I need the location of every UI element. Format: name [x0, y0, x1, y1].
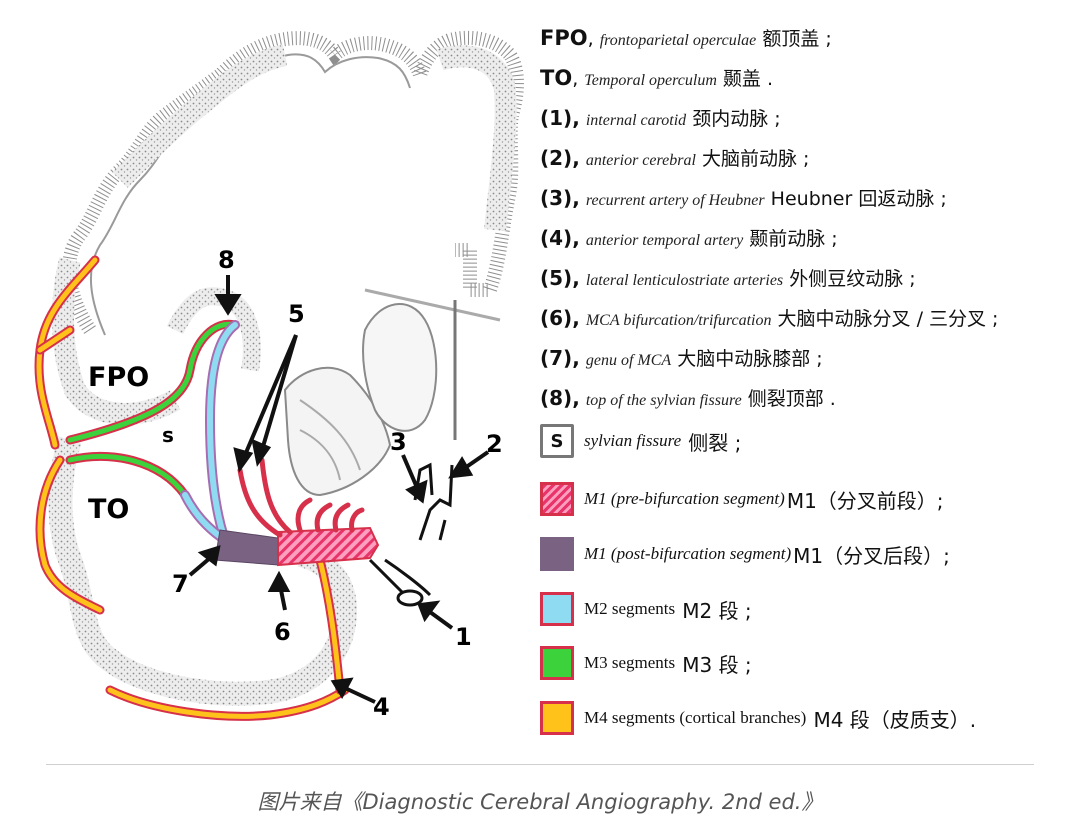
m3-segments: [65, 319, 240, 500]
key-row-m2: M2 segments M2 段 ;: [540, 592, 752, 626]
abbreviation-legend: FPO, frontoparietal operculae 额顶盖 ; TO, …: [540, 18, 1075, 418]
legend-en: genu of MCA: [585, 352, 672, 369]
legend-en: anterior cerebral: [585, 152, 696, 169]
lenticulostriate-arteries: [237, 457, 365, 538]
key-row-sylvian: S sylvian fissure 侧裂 ;: [540, 424, 741, 458]
key-en: M2 segments: [584, 599, 676, 618]
segment-color-key: S sylvian fissure 侧裂 ; M1 (pre-bifurcati…: [540, 424, 1075, 754]
legend-en: MCA bifurcation/trifurcation: [585, 312, 772, 329]
legend-en: Temporal operculum: [584, 72, 717, 89]
source-caption: 图片来自《Diagnostic Cerebral Angiography. 2n…: [257, 790, 823, 814]
ica-lumen: [396, 589, 424, 607]
label-4: 4: [373, 693, 390, 721]
annotation-arrows: [188, 275, 490, 704]
sylvian-fissure-swatch: S: [540, 424, 574, 458]
label-5: 5: [288, 300, 305, 328]
legend-en: top of the sylvian fissure: [585, 392, 742, 409]
legend-term: (8),: [540, 386, 580, 410]
label-to: TO: [88, 494, 129, 525]
legend-zh: 大脑前动脉 ;: [701, 148, 810, 170]
legend-zh: 额顶盖 ;: [762, 28, 832, 50]
key-row-m4: M4 segments (cortical branches) M4 段（皮质支…: [540, 701, 976, 735]
m4-cortical-branches: [34, 255, 350, 721]
legend-term: (4),: [540, 226, 580, 250]
label-6: 6: [274, 618, 291, 646]
cortex-outer-outline: [62, 30, 524, 334]
legend-term: (2),: [540, 146, 580, 170]
m1-post-bifurcation: [214, 529, 279, 566]
cortex-inner-outline: [89, 53, 411, 336]
m3-swatch: [540, 646, 574, 680]
label-8: 8: [218, 246, 235, 274]
label-1: 1: [455, 623, 472, 651]
legend-zh: 颞盖 .: [722, 68, 774, 90]
key-row-m1-post: M1 (post-bifurcation segment) M1（分叉后段）;: [540, 537, 950, 571]
legend-term: (5),: [540, 266, 580, 290]
key-zh: M4 段（皮质支）.: [813, 707, 977, 732]
key-en: M3 segments: [584, 653, 676, 672]
legend-term: TO: [540, 66, 573, 90]
legend-line-6: (6), MCA bifurcation/trifurcation 大脑中动脉分…: [540, 298, 1075, 338]
key-row-m3: M3 segments M3 段 ;: [540, 646, 752, 680]
legend-line-5: (5), lateral lenticulostriate arteries 外…: [540, 258, 1075, 298]
key-en: sylvian fissure: [584, 431, 682, 450]
key-en: M4 segments (cortical branches): [584, 708, 807, 727]
gray-matter-band: [112, 44, 288, 188]
legend-en: anterior temporal artery: [585, 232, 744, 249]
legend-term: (1),: [540, 106, 580, 130]
key-zh: M3 段 ;: [682, 652, 752, 677]
m1-pre-swatch: [540, 482, 574, 516]
legend-line-2: (2), anterior cerebral 大脑前动脉 ;: [540, 138, 1075, 178]
gray-matter-band: [436, 45, 517, 232]
legend-zh: 侧裂顶部 .: [747, 388, 836, 410]
legend-line-3: (3), recurrent artery of Heubner Heubner…: [540, 178, 1075, 218]
caption-divider: [46, 764, 1034, 765]
label-fpo: FPO: [88, 362, 149, 393]
legend-en: recurrent artery of Heubner: [585, 192, 765, 209]
key-zh: 侧裂 ;: [688, 430, 742, 455]
gray-matter-band: [48, 436, 358, 706]
legend-zh: 颞前动脉 ;: [749, 228, 838, 250]
label-s: s: [162, 423, 174, 447]
legend-term: FPO: [540, 26, 588, 50]
key-row-m1-pre: M1 (pre-bifurcation segment) M1（分叉前段）;: [540, 482, 944, 516]
key-zh: M1（分叉后段）;: [793, 543, 950, 568]
key-zh: M2 段 ;: [682, 598, 752, 623]
legend-zh: Heubner 回返动脉 ;: [770, 188, 947, 210]
legend-term: (3),: [540, 186, 580, 210]
m1-post-swatch: [540, 537, 574, 571]
legend-en: lateral lenticulostriate arteries: [585, 272, 784, 289]
key-zh: M1（分叉前段）;: [786, 488, 944, 513]
legend-line-to: TO, Temporal operculum 颞盖 .: [540, 66, 774, 90]
legend-zh: 大脑中动脉分叉 / 三分叉 ;: [777, 308, 999, 330]
internal-carotid-artery: [368, 464, 454, 602]
legend-en: internal carotid: [585, 112, 687, 129]
legend-zh: 外侧豆纹动脉 ;: [789, 268, 916, 290]
label-3: 3: [390, 428, 407, 456]
legend-zh: 大脑中动脉膝部 ;: [677, 348, 823, 370]
m1-pre-bifurcation: [277, 526, 380, 567]
label-2: 2: [486, 430, 503, 458]
m2-swatch: [540, 592, 574, 626]
brain-coronal-diagram: FPO TO s 8 5 3 2 1 4 6 7: [34, 30, 524, 721]
legend-zh: 颈内动脉 ;: [692, 108, 781, 130]
legend-line-7: (7), genu of MCA 大脑中动脉膝部 ;: [540, 338, 1075, 378]
legend-en: frontoparietal operculae: [599, 32, 757, 49]
legend-term: (7),: [540, 346, 580, 370]
label-7: 7: [172, 570, 189, 598]
key-en: M1 (pre-bifurcation segment): [584, 489, 785, 508]
legend-line-1: (1), internal carotid 颈内动脉 ;: [540, 98, 1075, 138]
legend-line-fpo: FPO, frontoparietal operculae 额顶盖 ;: [540, 26, 832, 50]
legend-line-4: (4), anterior temporal artery 颞前动脉 ;: [540, 218, 1075, 258]
legend-term: (6),: [540, 306, 580, 330]
lateral-ventricle: [362, 303, 438, 432]
legend-line-8: (8), top of the sylvian fissure 侧裂顶部 .: [540, 378, 1075, 418]
key-en: M1 (post-bifurcation segment): [584, 544, 792, 563]
m4-swatch: [540, 701, 574, 735]
